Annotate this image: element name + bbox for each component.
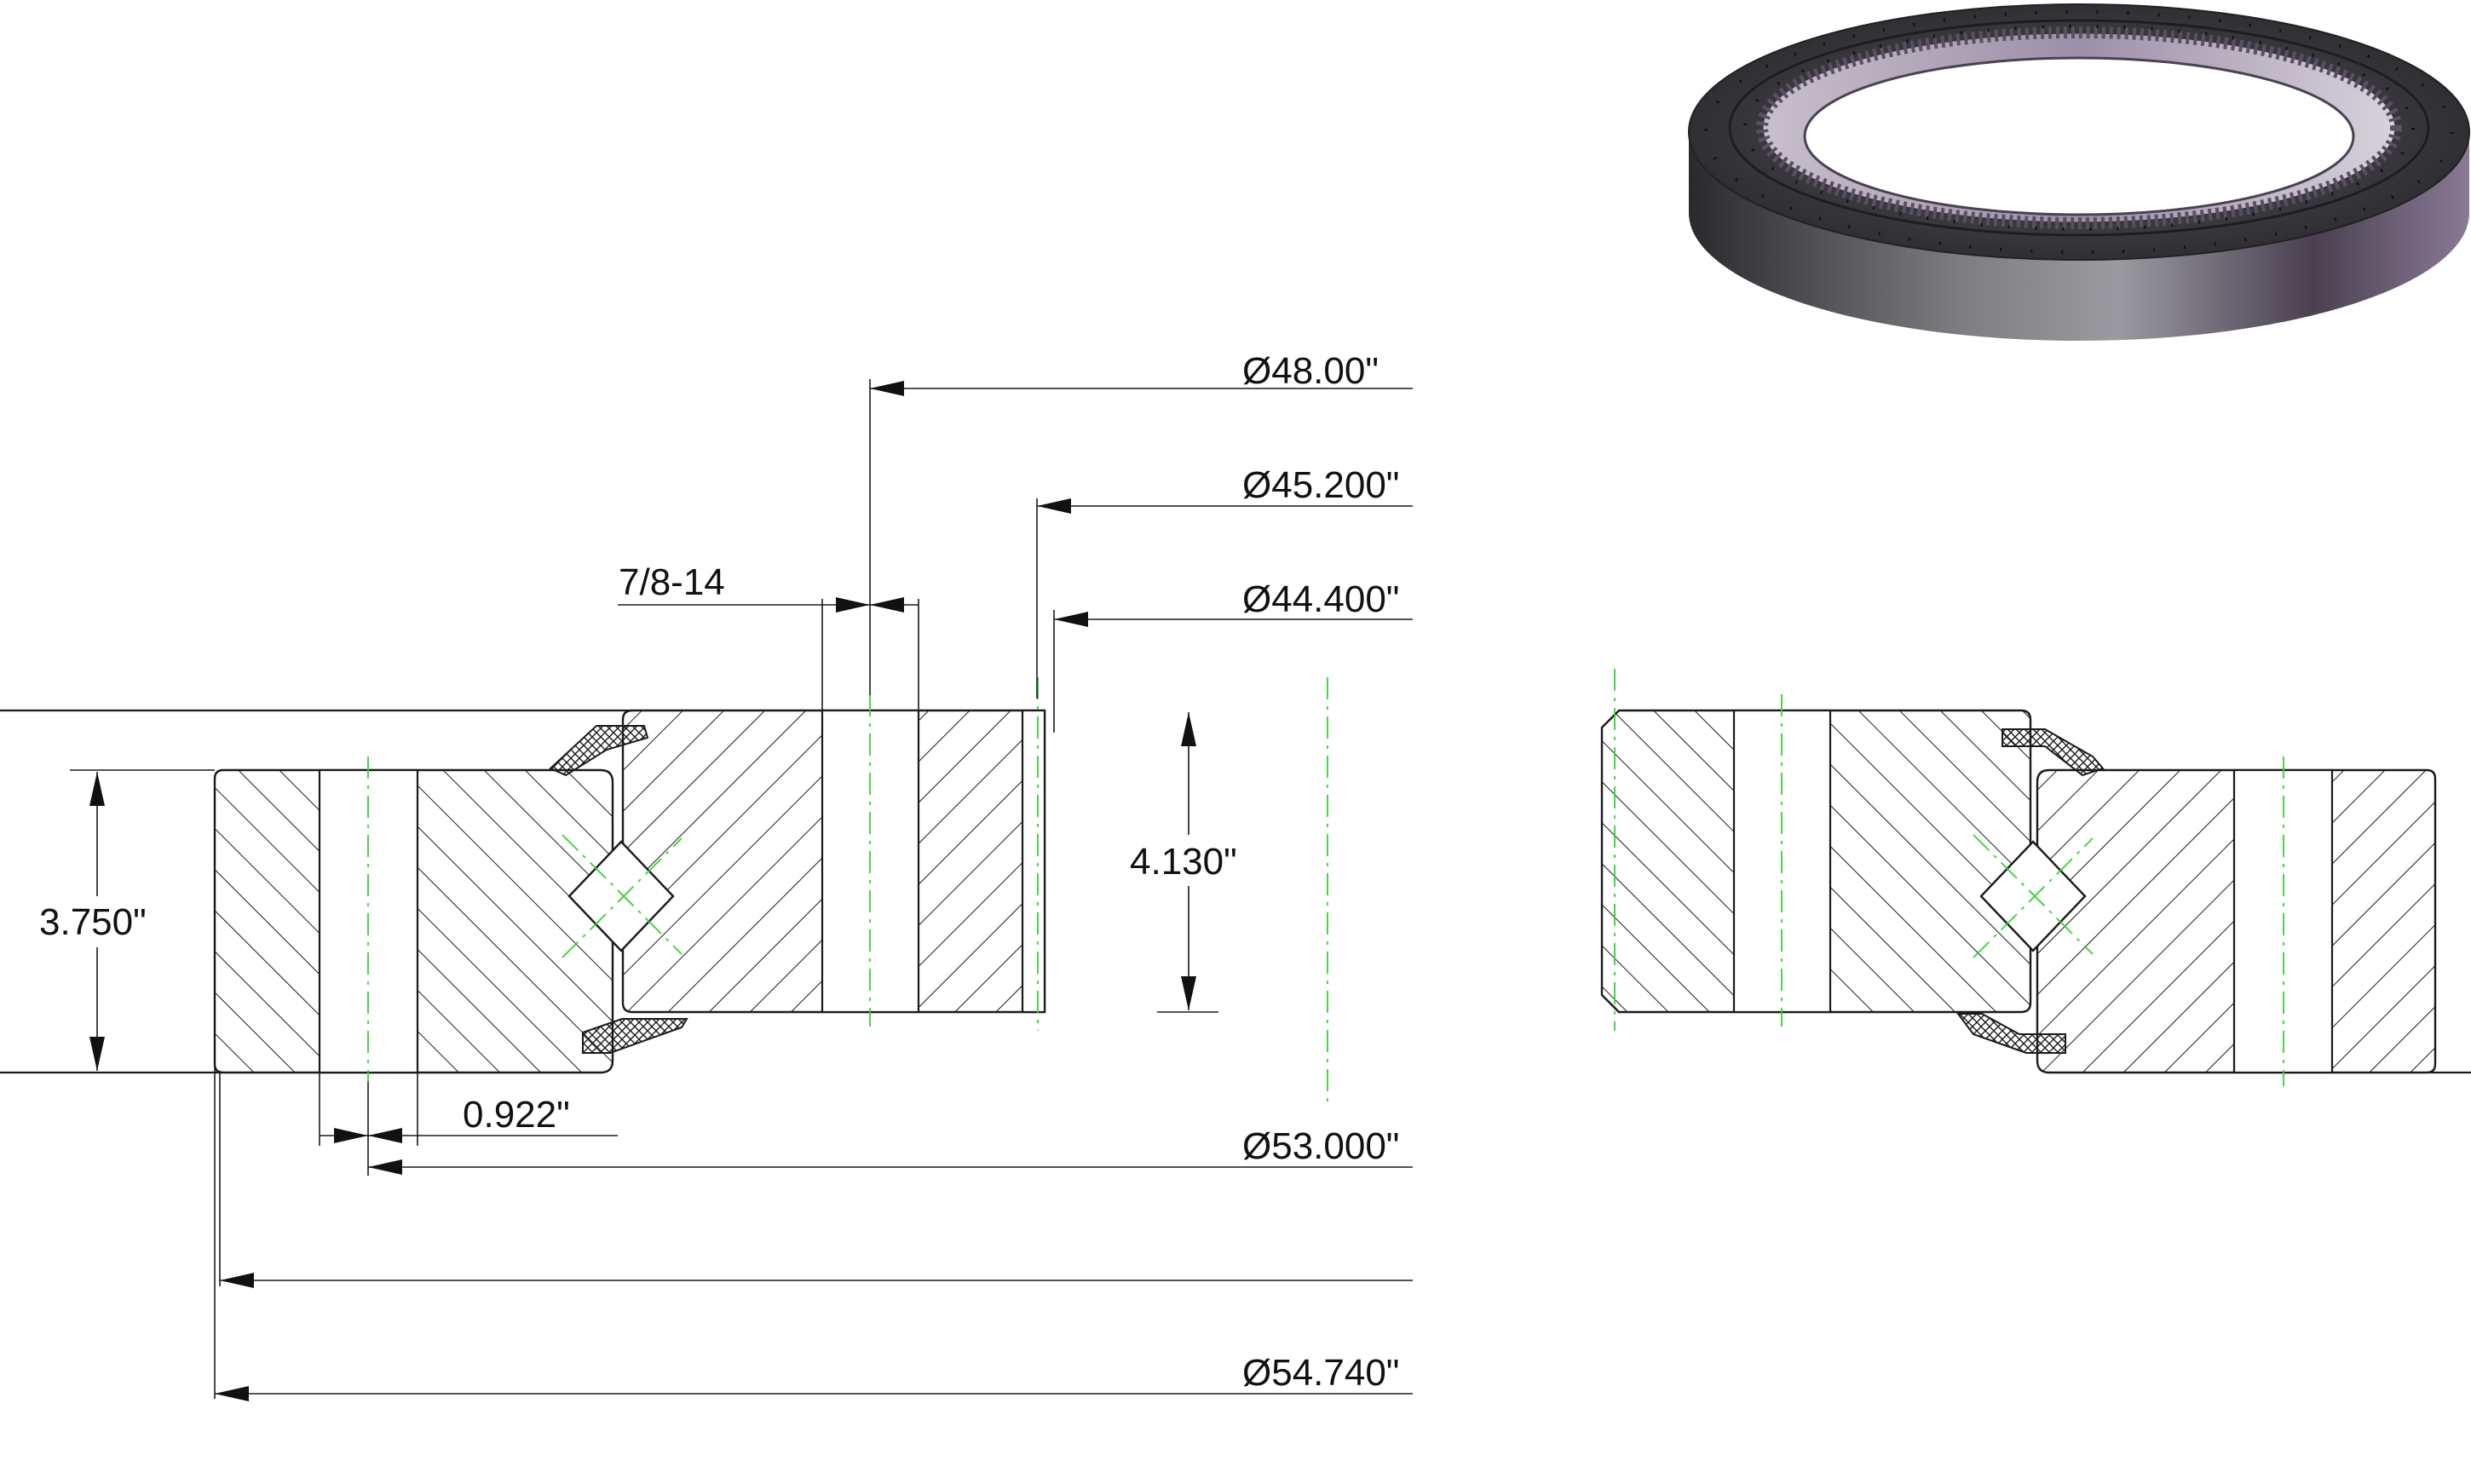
seal-bottom-left [582, 1018, 688, 1054]
dimension-thread: 7/8-14 [618, 561, 919, 710]
dimension-outer-diameter [214, 1022, 1413, 1399]
dimension-d48: Ø48.00" [869, 350, 1413, 695]
dimension-d53: Ø53.000" [367, 1082, 1413, 1176]
dimension-d44: Ø44.400" [1053, 578, 1413, 733]
centerlines [367, 669, 2284, 1107]
dim-label-d54: Ø54.740" [1242, 1352, 1399, 1394]
seal-top-left [549, 725, 649, 777]
dim-label-d45: Ø45.200" [1242, 464, 1399, 506]
roller-left [567, 840, 675, 952]
dimension-h4130: 4.130" [1126, 712, 1253, 1013]
dim-label-h3750: 3.750" [39, 901, 147, 943]
seal-bottom-right [1956, 1013, 2066, 1054]
slewing-ring-bearing-3d-render [1688, 3, 2470, 341]
section-view [213, 709, 2437, 1074]
dimension-d45: Ø45.200" [1036, 464, 1413, 699]
dim-label-w0922: 0.922" [463, 1094, 570, 1136]
dimension-w0922: 0.922" [319, 1073, 618, 1146]
reference-lines [0, 709, 2471, 1074]
dim-label-h4130: 4.130" [1130, 841, 1237, 883]
seal-top-right [2002, 728, 2105, 777]
dim-label-d44: Ø44.400" [1242, 578, 1399, 620]
dim-label-d53: Ø53.000" [1242, 1125, 1399, 1167]
dim-label-d48: Ø48.00" [1242, 350, 1379, 392]
dimension-d54: Ø54.740" [215, 1352, 1413, 1401]
dimension-h3750: 3.750" [34, 772, 162, 1071]
dim-label-thread: 7/8-14 [619, 561, 725, 603]
